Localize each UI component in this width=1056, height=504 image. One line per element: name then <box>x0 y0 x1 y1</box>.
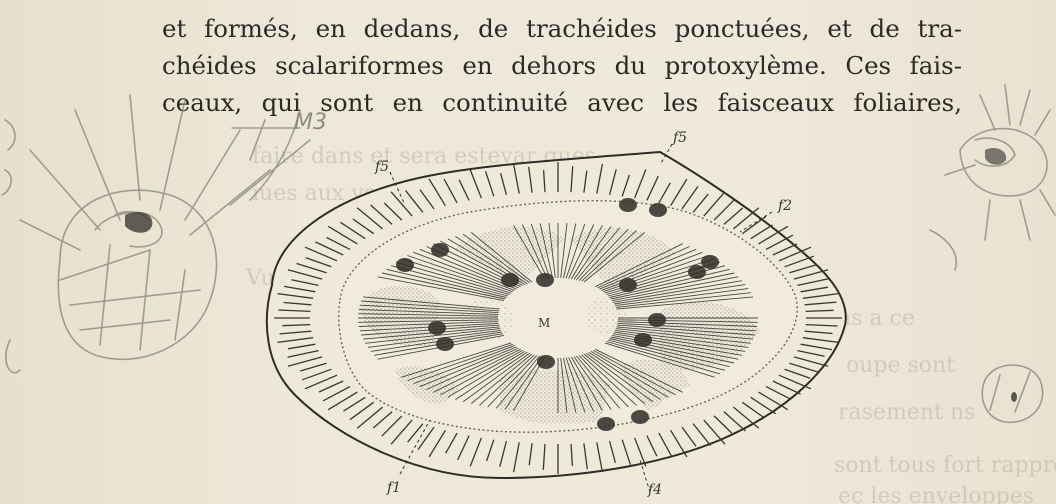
protoxylem-dot <box>648 313 666 327</box>
protoxylem-dot <box>396 258 414 272</box>
protoxylem-dot <box>631 410 649 424</box>
protoxylem-dot <box>619 278 637 292</box>
figure-label-f5-top: f5 <box>673 130 687 146</box>
figure-label-f1: f1 <box>387 480 401 496</box>
figure-label-f5-left: f5 <box>375 159 389 175</box>
protoxylem-dot <box>701 255 719 269</box>
figure-label-pith: M <box>538 316 550 330</box>
protoxylem-dot <box>688 265 706 279</box>
protoxylem-dot <box>634 333 652 347</box>
protoxylem-dot <box>649 203 667 217</box>
protoxylem-dot <box>619 198 637 212</box>
figure-label-f4: f4 <box>648 482 662 498</box>
protoxylem-dot <box>431 243 449 257</box>
protoxylem-dot <box>597 417 615 431</box>
protoxylem-dot <box>536 273 554 287</box>
protoxylem-dot <box>501 273 519 287</box>
protoxylem-dot <box>428 321 446 335</box>
protoxylem-dot <box>537 355 555 369</box>
figure-label-f2: f2 <box>778 198 792 214</box>
protoxylem-dot <box>436 337 454 351</box>
